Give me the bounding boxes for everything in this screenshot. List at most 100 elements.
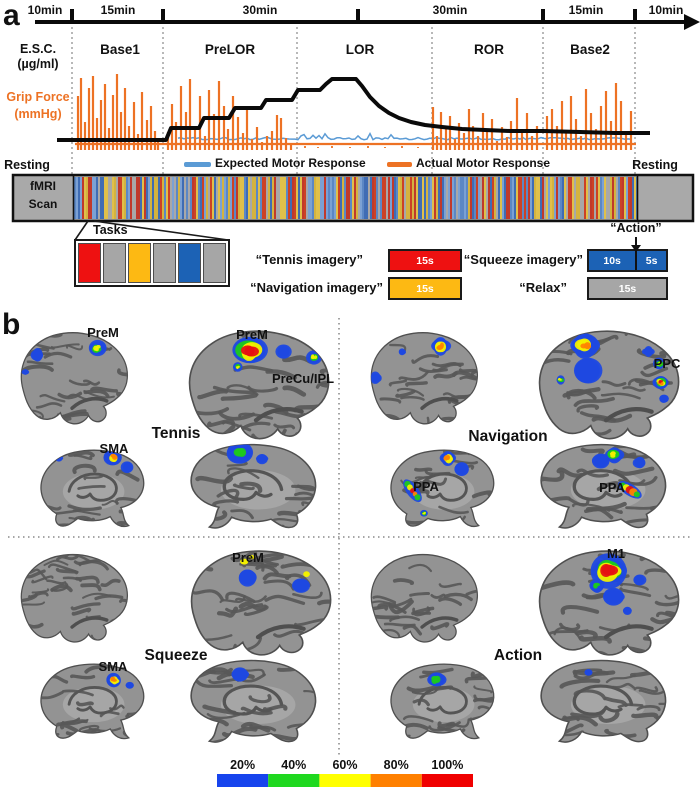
gyrus-line: [137, 667, 144, 674]
fmri-stripe: [544, 177, 546, 219]
tasks-zoom-wedge-left: [74, 220, 89, 241]
gyrus-line: [31, 575, 54, 584]
fmri-stripe: [526, 177, 528, 219]
activation-blob: [311, 354, 315, 358]
gyrus-line: [485, 523, 494, 527]
relax-duration-box: 15s: [587, 277, 668, 300]
gyrus-line: [460, 450, 490, 456]
gyrus-line: [604, 728, 637, 738]
fmri-stripe: [572, 177, 574, 219]
panel-b-letter: b: [2, 308, 21, 341]
grip-force-axis-label-line2: (mmHg): [14, 107, 62, 121]
gyrus-line: [371, 560, 386, 569]
activation-blob: [304, 572, 309, 576]
gyrus-line: [315, 380, 329, 397]
activation-blob: [293, 579, 308, 592]
fmri-stripe: [514, 177, 516, 219]
gyrus-line: [313, 447, 316, 454]
gyrus-line: [191, 553, 221, 564]
gyrus-line: [67, 450, 95, 458]
fmri-stripe: [98, 177, 100, 219]
expected-response-legend-swatch: [184, 162, 211, 167]
gyrus-line: [65, 450, 83, 452]
navigation-imagery-label: “Navigation imagery”: [250, 280, 383, 295]
activation-blob: [371, 393, 375, 399]
fmri-stripe: [440, 177, 442, 219]
fmri-stripe: [232, 177, 234, 219]
gyrus-line: [240, 721, 271, 733]
gyrus-line: [576, 404, 600, 413]
fmri-stripe: [154, 177, 156, 219]
action-arrow-head-icon: [631, 245, 641, 252]
fmri-stripe: [618, 177, 620, 219]
gyrus-line: [243, 668, 265, 677]
corpus-callosum-line: [222, 684, 284, 716]
gyrus-line: [51, 582, 69, 592]
activation-blob: [431, 675, 438, 682]
gyrus-line: [26, 360, 54, 366]
gyrus-line: [230, 509, 254, 520]
activation-blob: [111, 678, 117, 682]
sylvian-fissure-line: [420, 396, 459, 411]
gyrus-line: [90, 386, 118, 393]
fmri-scan-label-line2: Scan: [28, 197, 58, 211]
fmri-stripe: [314, 177, 316, 219]
gyrus-line: [617, 703, 644, 709]
fmri-stripe: [438, 177, 440, 219]
gyrus-line: [472, 340, 478, 348]
gyrus-line: [640, 366, 669, 378]
fmri-stripe: [580, 177, 582, 219]
fmri-stripe: [142, 177, 144, 219]
fmri-stripe: [552, 177, 554, 219]
corpus-callosum-line: [417, 472, 468, 502]
squeeze-duration-5s: 5s: [635, 251, 666, 270]
brain-texture: [539, 551, 679, 655]
activation-blob: [603, 590, 625, 603]
relax-duration: 15s: [618, 282, 637, 295]
task-block: [178, 243, 201, 283]
gyrus-line: [117, 368, 128, 377]
fmri-stripe: [358, 177, 360, 219]
tennis-imagery-duration-box: 15s: [388, 249, 462, 272]
gyrus-line: [600, 392, 641, 400]
gyrus-line: [118, 598, 128, 608]
fmri-stripe: [510, 177, 512, 219]
fmri-stripe: [524, 177, 526, 219]
fmri-stripe: [340, 177, 342, 219]
gyrus-line: [665, 610, 679, 621]
fmri-stripe: [468, 177, 470, 219]
fmri-stripe: [506, 177, 508, 219]
gyrus-line: [84, 664, 116, 674]
gyrus-line: [311, 728, 316, 733]
fmri-stripe: [292, 177, 294, 219]
fmri-stripe: [334, 177, 336, 219]
activation-blob: [437, 344, 444, 350]
fmri-stripe: [280, 177, 282, 219]
fmri-stripe: [624, 177, 626, 219]
fmri-stripe: [124, 177, 126, 219]
region-label-ppa: PPA: [413, 479, 439, 494]
sylvian-fissure-line: [420, 616, 459, 629]
gyrus-line: [388, 379, 408, 387]
gyrus-line: [280, 562, 316, 569]
actual-response-legend-swatch: [387, 162, 412, 167]
activation-blob: [609, 452, 616, 456]
gyrus-line: [242, 737, 269, 743]
fmri-stripe: [86, 177, 88, 219]
gyrus-line: [312, 492, 316, 502]
sylvian-fissure-line: [70, 616, 109, 629]
gyrus-line: [227, 467, 260, 479]
fmri-stripe: [604, 177, 606, 219]
colorbar-label: 20%: [230, 758, 256, 772]
gyrus-line: [212, 499, 240, 507]
fmri-stripe: [316, 177, 318, 219]
fmri-stripe: [584, 177, 586, 219]
section-label: PreLOR: [204, 42, 256, 57]
fmri-stripe: [490, 177, 492, 219]
fmri-stripe: [120, 177, 122, 219]
activation-blob: [622, 607, 632, 615]
fmri-stripe: [78, 177, 80, 219]
gyrus-line: [612, 466, 655, 476]
gyrus-line: [303, 687, 316, 696]
fmri-stripe: [568, 177, 570, 219]
